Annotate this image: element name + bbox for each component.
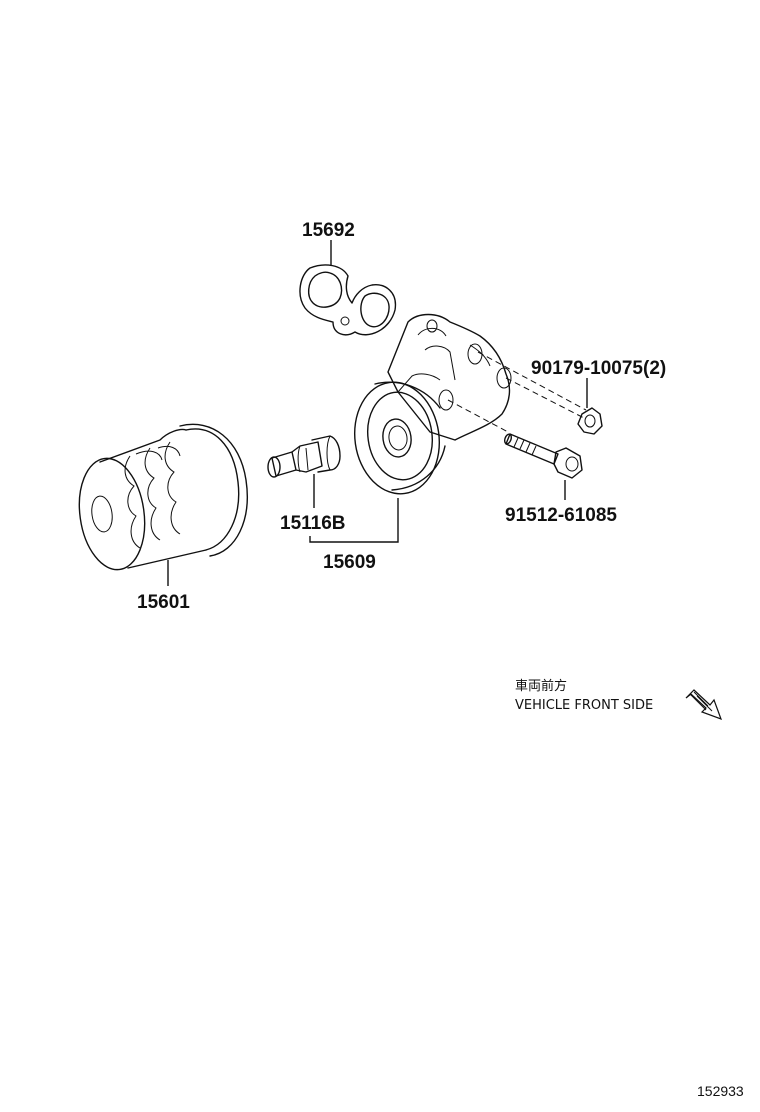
figure-id: 152933 [697, 1083, 744, 1099]
oil-filter-bracket-15609 [353, 313, 512, 495]
nut-90179 [577, 407, 603, 435]
part-number-90179: 90179-10075(2) [531, 358, 666, 379]
assembly-lines [447, 351, 587, 433]
bolt-91512 [504, 433, 583, 479]
part-number-15116b: 15116B [280, 513, 346, 534]
direction-arrow-icon [685, 689, 723, 721]
part-number-15601: 15601 [137, 592, 190, 613]
stud-bolt-15116b [267, 435, 341, 478]
vehicle-front-label-en: VEHICLE FRONT SIDE [515, 698, 653, 713]
gasket-15692 [299, 264, 397, 336]
part-number-15692: 15692 [302, 220, 355, 241]
oil-filter-15601 [78, 423, 248, 571]
part-number-15609: 15609 [323, 552, 376, 573]
part-number-91512: 91512-61085 [505, 505, 617, 526]
leader-lines [167, 240, 588, 586]
vehicle-front-label-jp: 車両前方 [515, 678, 567, 694]
